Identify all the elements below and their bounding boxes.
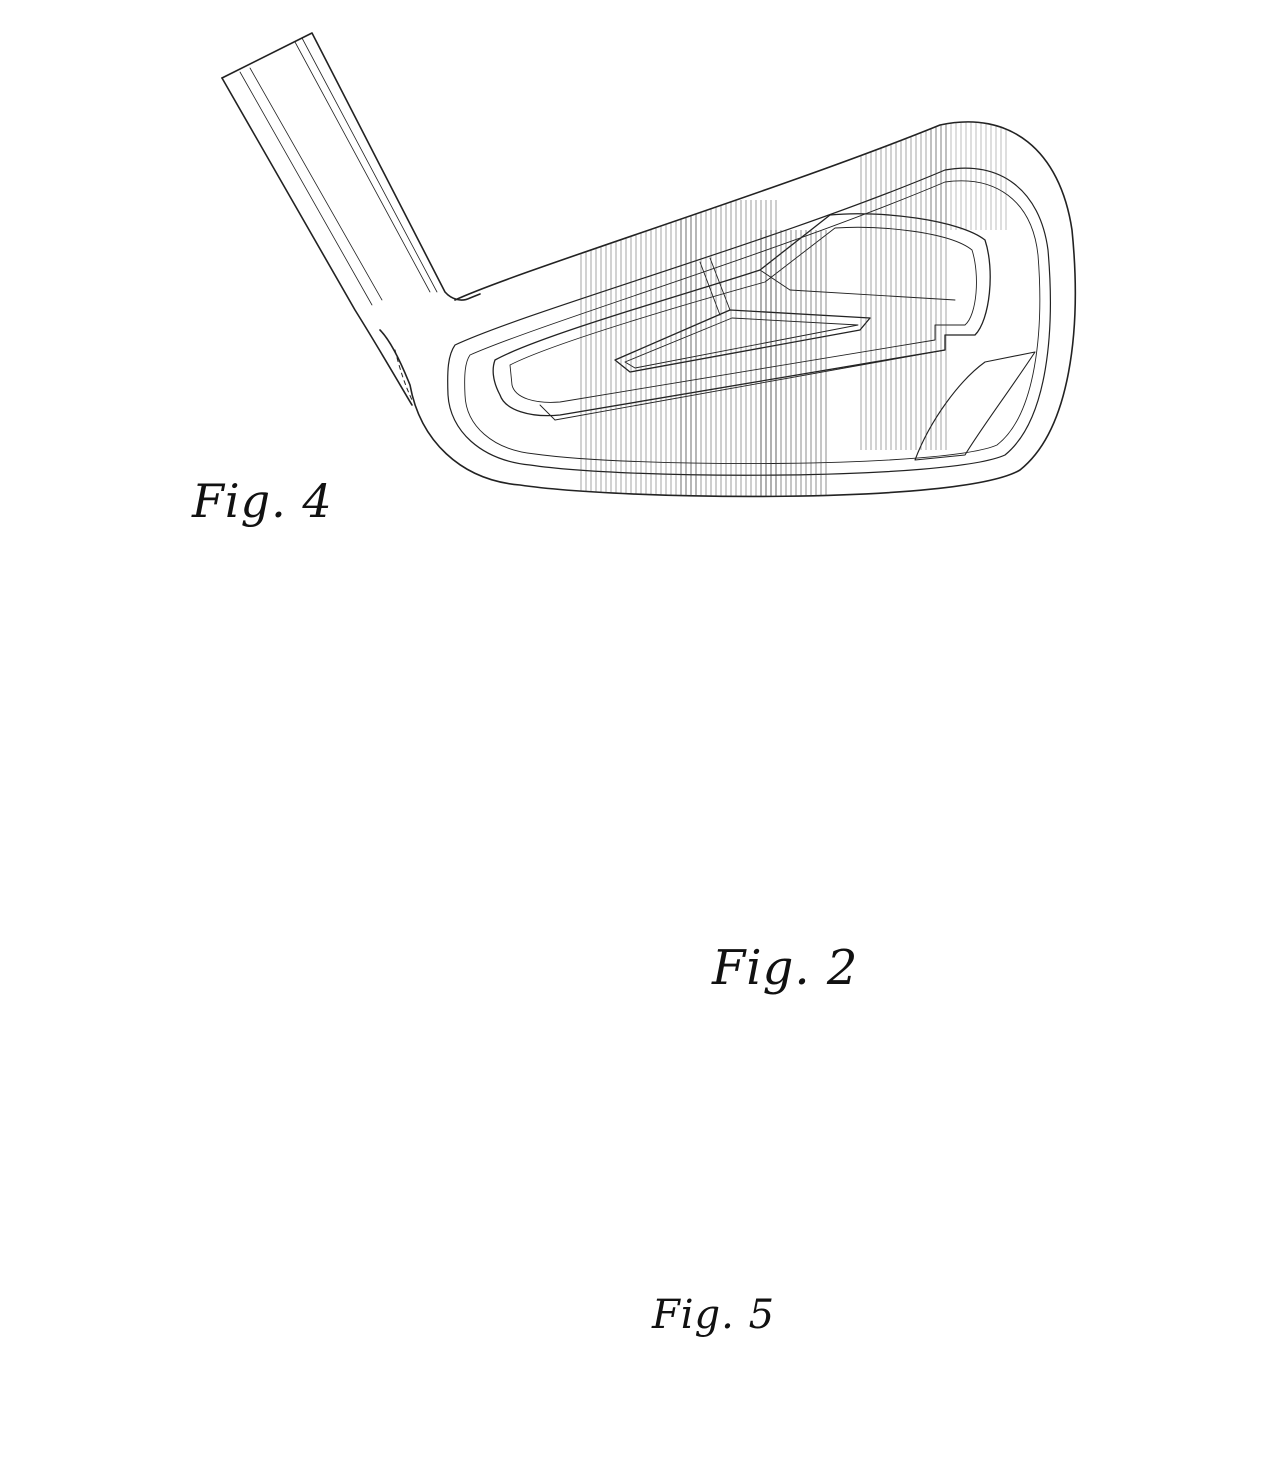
- fig4-head-outline: [380, 122, 1075, 497]
- fig4-hosel: [222, 33, 480, 300]
- fig-5-label: Fig. 5: [652, 1292, 776, 1338]
- fig-4-label: Fig. 4: [192, 474, 333, 528]
- fig4-drawing: [222, 33, 1075, 500]
- fig-2-label: Fig. 2: [712, 940, 859, 996]
